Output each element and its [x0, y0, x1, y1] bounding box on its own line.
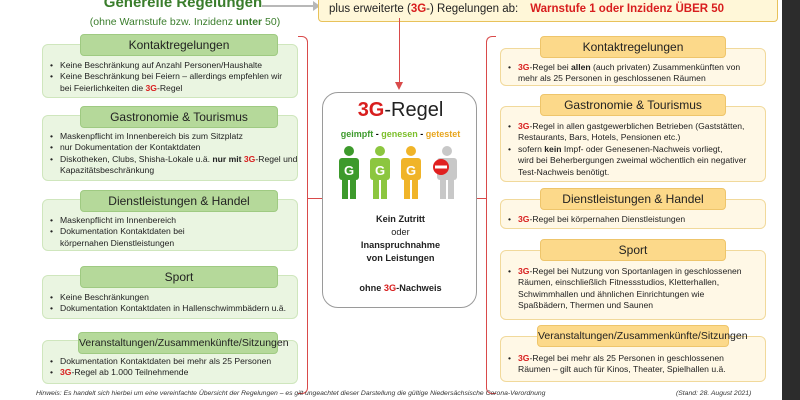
list-item: Maskenpflicht im Innenbereich bis zum Si… [50, 131, 297, 143]
left-gastro-header: Gastronomie & Tourismus [80, 106, 278, 128]
right-bracket [486, 36, 496, 394]
list-item: 3G-Regel bei allen (auch privaten) Zusam… [508, 62, 740, 74]
right-sport-section [500, 250, 766, 320]
left-sport-header: Sport [80, 266, 278, 288]
list-item: Räumen, einschließlich Fitnessstudios, K… [518, 277, 720, 288]
list-item: Dokumentation Kontaktdaten bei [50, 226, 185, 238]
list-item: 3G-Regel bei körpernahen Dienstleistunge… [508, 214, 685, 226]
list-item: Keine Beschränkung auf Anzahl Personen/H… [50, 60, 282, 72]
left-gastro-list: Maskenpflicht im Innenbereich bis zum Si… [50, 131, 297, 177]
list-item: Dokumentation Kontaktdaten in Hallenschw… [50, 303, 286, 315]
extended-rules-banner: plus erweiterte (3G-) Regelungen ab:Warn… [318, 0, 778, 22]
list-item: Diskotheken, Clubs, Shisha-Lokale u.ä. n… [50, 154, 297, 166]
footer-date: (Stand: 28. August 2021) [676, 390, 752, 397]
list-item: Kapazitätsbeschränkung [60, 165, 155, 176]
list-item: 3G-Regel in allen gastgewerblichen Betri… [508, 121, 746, 133]
footer-note: Hinweis: Es handelt sich hierbei um eine… [36, 390, 546, 397]
right-kontakt-header: Kontaktregelungen [540, 36, 726, 58]
right-sport-header: Sport [540, 239, 726, 261]
general-rules-title: Generelle Regelungen [103, 0, 263, 11]
list-item: 3G-Regel ab 1.000 Teilnehmende [50, 367, 271, 379]
list-item: körpernahen Dienstleistungen [60, 237, 175, 248]
left-sport-list: Keine Beschränkungen Dokumentation Konta… [50, 292, 286, 315]
svg-text:G: G [406, 163, 416, 178]
list-item: Keine Beschränkungen [50, 292, 286, 304]
list-item: nur Dokumentation der Kontaktdaten [50, 142, 297, 154]
list-item: Maskenpflicht im Innenbereich [50, 215, 185, 227]
no-entry-icon [433, 146, 457, 199]
svg-text:G: G [375, 163, 385, 178]
right-sport-list: 3G-Regel bei Nutzung von Sportanlagen in… [508, 266, 742, 312]
svg-text:G: G [344, 163, 354, 178]
scrollbar-strip[interactable] [782, 0, 800, 400]
3g-subtitle: geimpft - genesen - getestet [340, 129, 461, 139]
list-item: wird bei Beherbergungen zweimal wöchentl… [518, 155, 747, 166]
right-connector [477, 198, 486, 199]
figure-geimpft-icon: G [339, 146, 359, 199]
down-arrow-icon [395, 18, 403, 90]
right-events-list: 3G-Regel bei mehr als 25 Personen in ges… [508, 353, 726, 376]
left-events-list: Dokumentation Kontaktdaten bei mehr als … [50, 356, 271, 379]
list-item: Räumen – gilt auch für Kinos, Theater, S… [518, 364, 726, 375]
left-events-header: Veranstaltungen/Zusammenkünfte/Sitzungen [78, 332, 289, 354]
list-item: bei Feierlichkeiten die 3G-Regel [60, 82, 183, 93]
list-item: 3G-Regel bei Nutzung von Sportanlagen in… [508, 266, 742, 278]
right-gastro-list: 3G-Regel in allen gastgewerblichen Betri… [508, 121, 746, 178]
general-rules-subtitle: (ohne Warnstufe bzw. Inzidenz unter 50) [89, 16, 281, 28]
list-item: Restaurants, Bars, Hotels, Pensionen etc… [518, 132, 681, 143]
left-dienst-list: Maskenpflicht im Innenbereich Dokumentat… [50, 215, 185, 249]
left-connector [308, 198, 322, 199]
3g-proof-text: ohne 3G-Nachweis [359, 283, 442, 293]
list-item: Spaßbädern, Thermen und Saunen [518, 300, 654, 311]
figure-genesen-icon: G [370, 146, 390, 199]
right-gastro-header: Gastronomie & Tourismus [540, 94, 726, 116]
right-events-header: Veranstaltungen/Zusammenkünfte/Sitzungen [537, 325, 748, 347]
left-bracket [298, 36, 308, 394]
list-item: Test-Nachweis benötigt. [518, 166, 610, 177]
right-arrow-icon [262, 1, 320, 11]
right-dienst-header: Dienstleistungen & Handel [540, 188, 726, 210]
list-item: Dokumentation Kontaktdaten bei mehr als … [50, 356, 271, 368]
list-item: Schwimmhallen und ähnlichen Einrichtunge… [518, 288, 705, 299]
list-item: 3G-Regel bei mehr als 25 Personen in ges… [508, 353, 726, 365]
list-item: mehr als 25 Personen in geschlossenen Rä… [518, 73, 706, 84]
left-kontakt-header: Kontaktregelungen [80, 34, 278, 56]
right-kontakt-list: 3G-Regel bei allen (auch privaten) Zusam… [508, 62, 740, 85]
left-dienst-header: Dienstleistungen & Handel [80, 190, 278, 212]
figure-getestet-icon: G [401, 146, 421, 199]
3g-rule-title: 3G-Regel [357, 99, 444, 121]
3g-consequence-text: Kein Zutritt oder Inanspruchnahme von Le… [360, 214, 441, 263]
list-item: sofern kein Impf- oder Genesenen-Nachwei… [508, 144, 746, 156]
left-kontakt-list: Keine Beschränkung auf Anzahl Personen/H… [50, 60, 282, 94]
3g-rule-box: 3G-Regel geimpft - genesen - getestet G … [322, 92, 477, 308]
right-dienst-list: 3G-Regel bei körpernahen Dienstleistunge… [508, 214, 685, 226]
list-item: Keine Beschränkung bei Feiern – allerdin… [50, 71, 282, 83]
3g-figures-icon: G G G [339, 146, 457, 199]
